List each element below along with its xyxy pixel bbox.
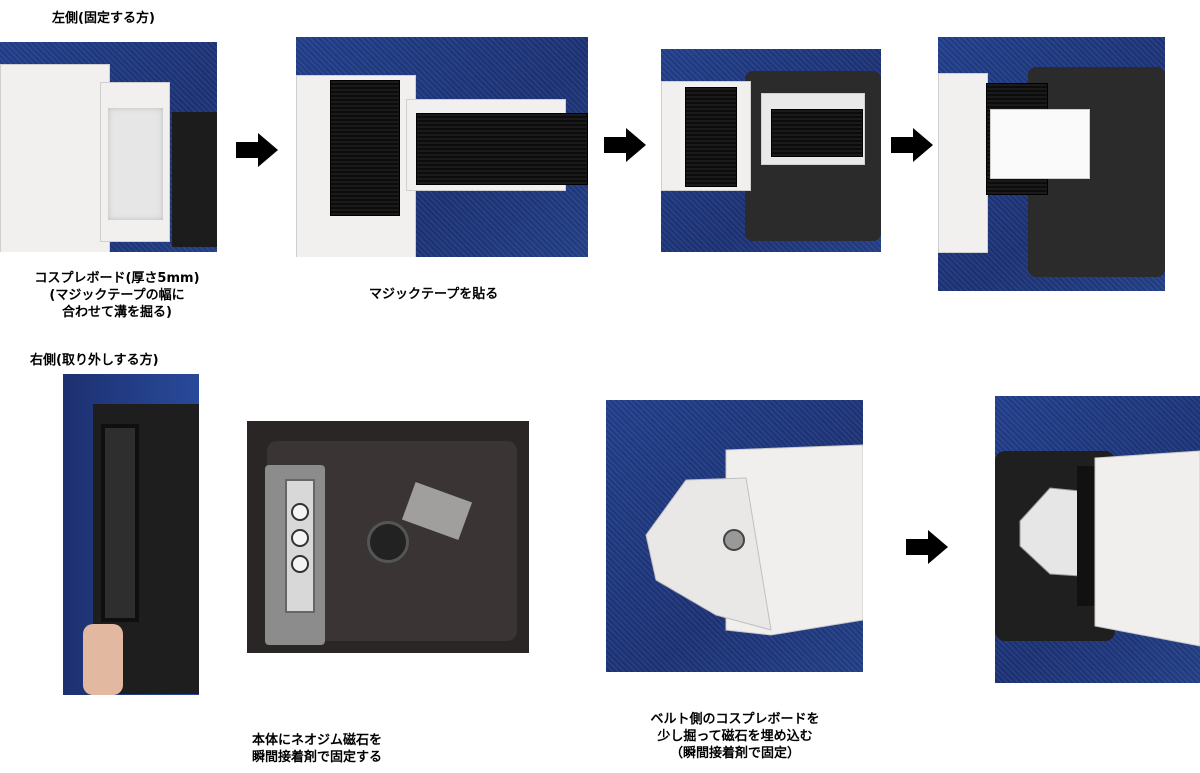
right-arrow-icon bbox=[236, 133, 278, 167]
caption-board-line-3: 合わせて溝を掘る) bbox=[62, 305, 172, 320]
caption-board-line-1: コスプレボード(厚さ5mm) bbox=[34, 271, 200, 286]
caption-embedded-line-3: （瞬間接着剤で固定） bbox=[669, 746, 800, 761]
caption-board: コスプレボード(厚さ5mm) (マジックテープの幅に 合わせて溝を掘る) bbox=[22, 270, 212, 321]
caption-board-line-2: (マジックテープの幅に bbox=[49, 288, 185, 303]
caption-embedded-line-2: 少し掘って磁石を埋め込む bbox=[657, 729, 813, 744]
caption-magnet-embedded: ベルト側のコスプレボードを 少し掘って磁石を埋め込む （瞬間接着剤で固定） bbox=[620, 711, 850, 762]
caption-magnets-line-2: 瞬間接着剤で固定する bbox=[251, 750, 382, 765]
right-arrow-icon bbox=[906, 530, 948, 564]
caption-magnets-line-1: 本体にネオジム磁石を bbox=[251, 733, 382, 748]
left-side-title: 左側(固定する方) bbox=[52, 11, 155, 26]
photo-buckle-side bbox=[63, 374, 199, 695]
right-arrow-icon bbox=[891, 128, 933, 162]
right-arrow-icon bbox=[604, 128, 646, 162]
photo-magnet-embedded bbox=[606, 400, 863, 672]
photo-magnets-body bbox=[247, 421, 529, 653]
photo-attach-buckle bbox=[661, 49, 881, 252]
photo-velcro-applied bbox=[296, 37, 588, 257]
photo-final-assembled bbox=[995, 396, 1200, 683]
caption-embedded-line-1: ベルト側のコスプレボードを bbox=[650, 712, 820, 727]
caption-velcro: マジックテープを貼る bbox=[369, 287, 499, 302]
photo-board-groove bbox=[0, 42, 217, 252]
photo-covered bbox=[938, 37, 1165, 291]
right-side-title: 右側(取り外しする方) bbox=[30, 353, 159, 368]
caption-magnets-body: 本体にネオジム磁石を 瞬間接着剤で固定する bbox=[232, 732, 402, 766]
